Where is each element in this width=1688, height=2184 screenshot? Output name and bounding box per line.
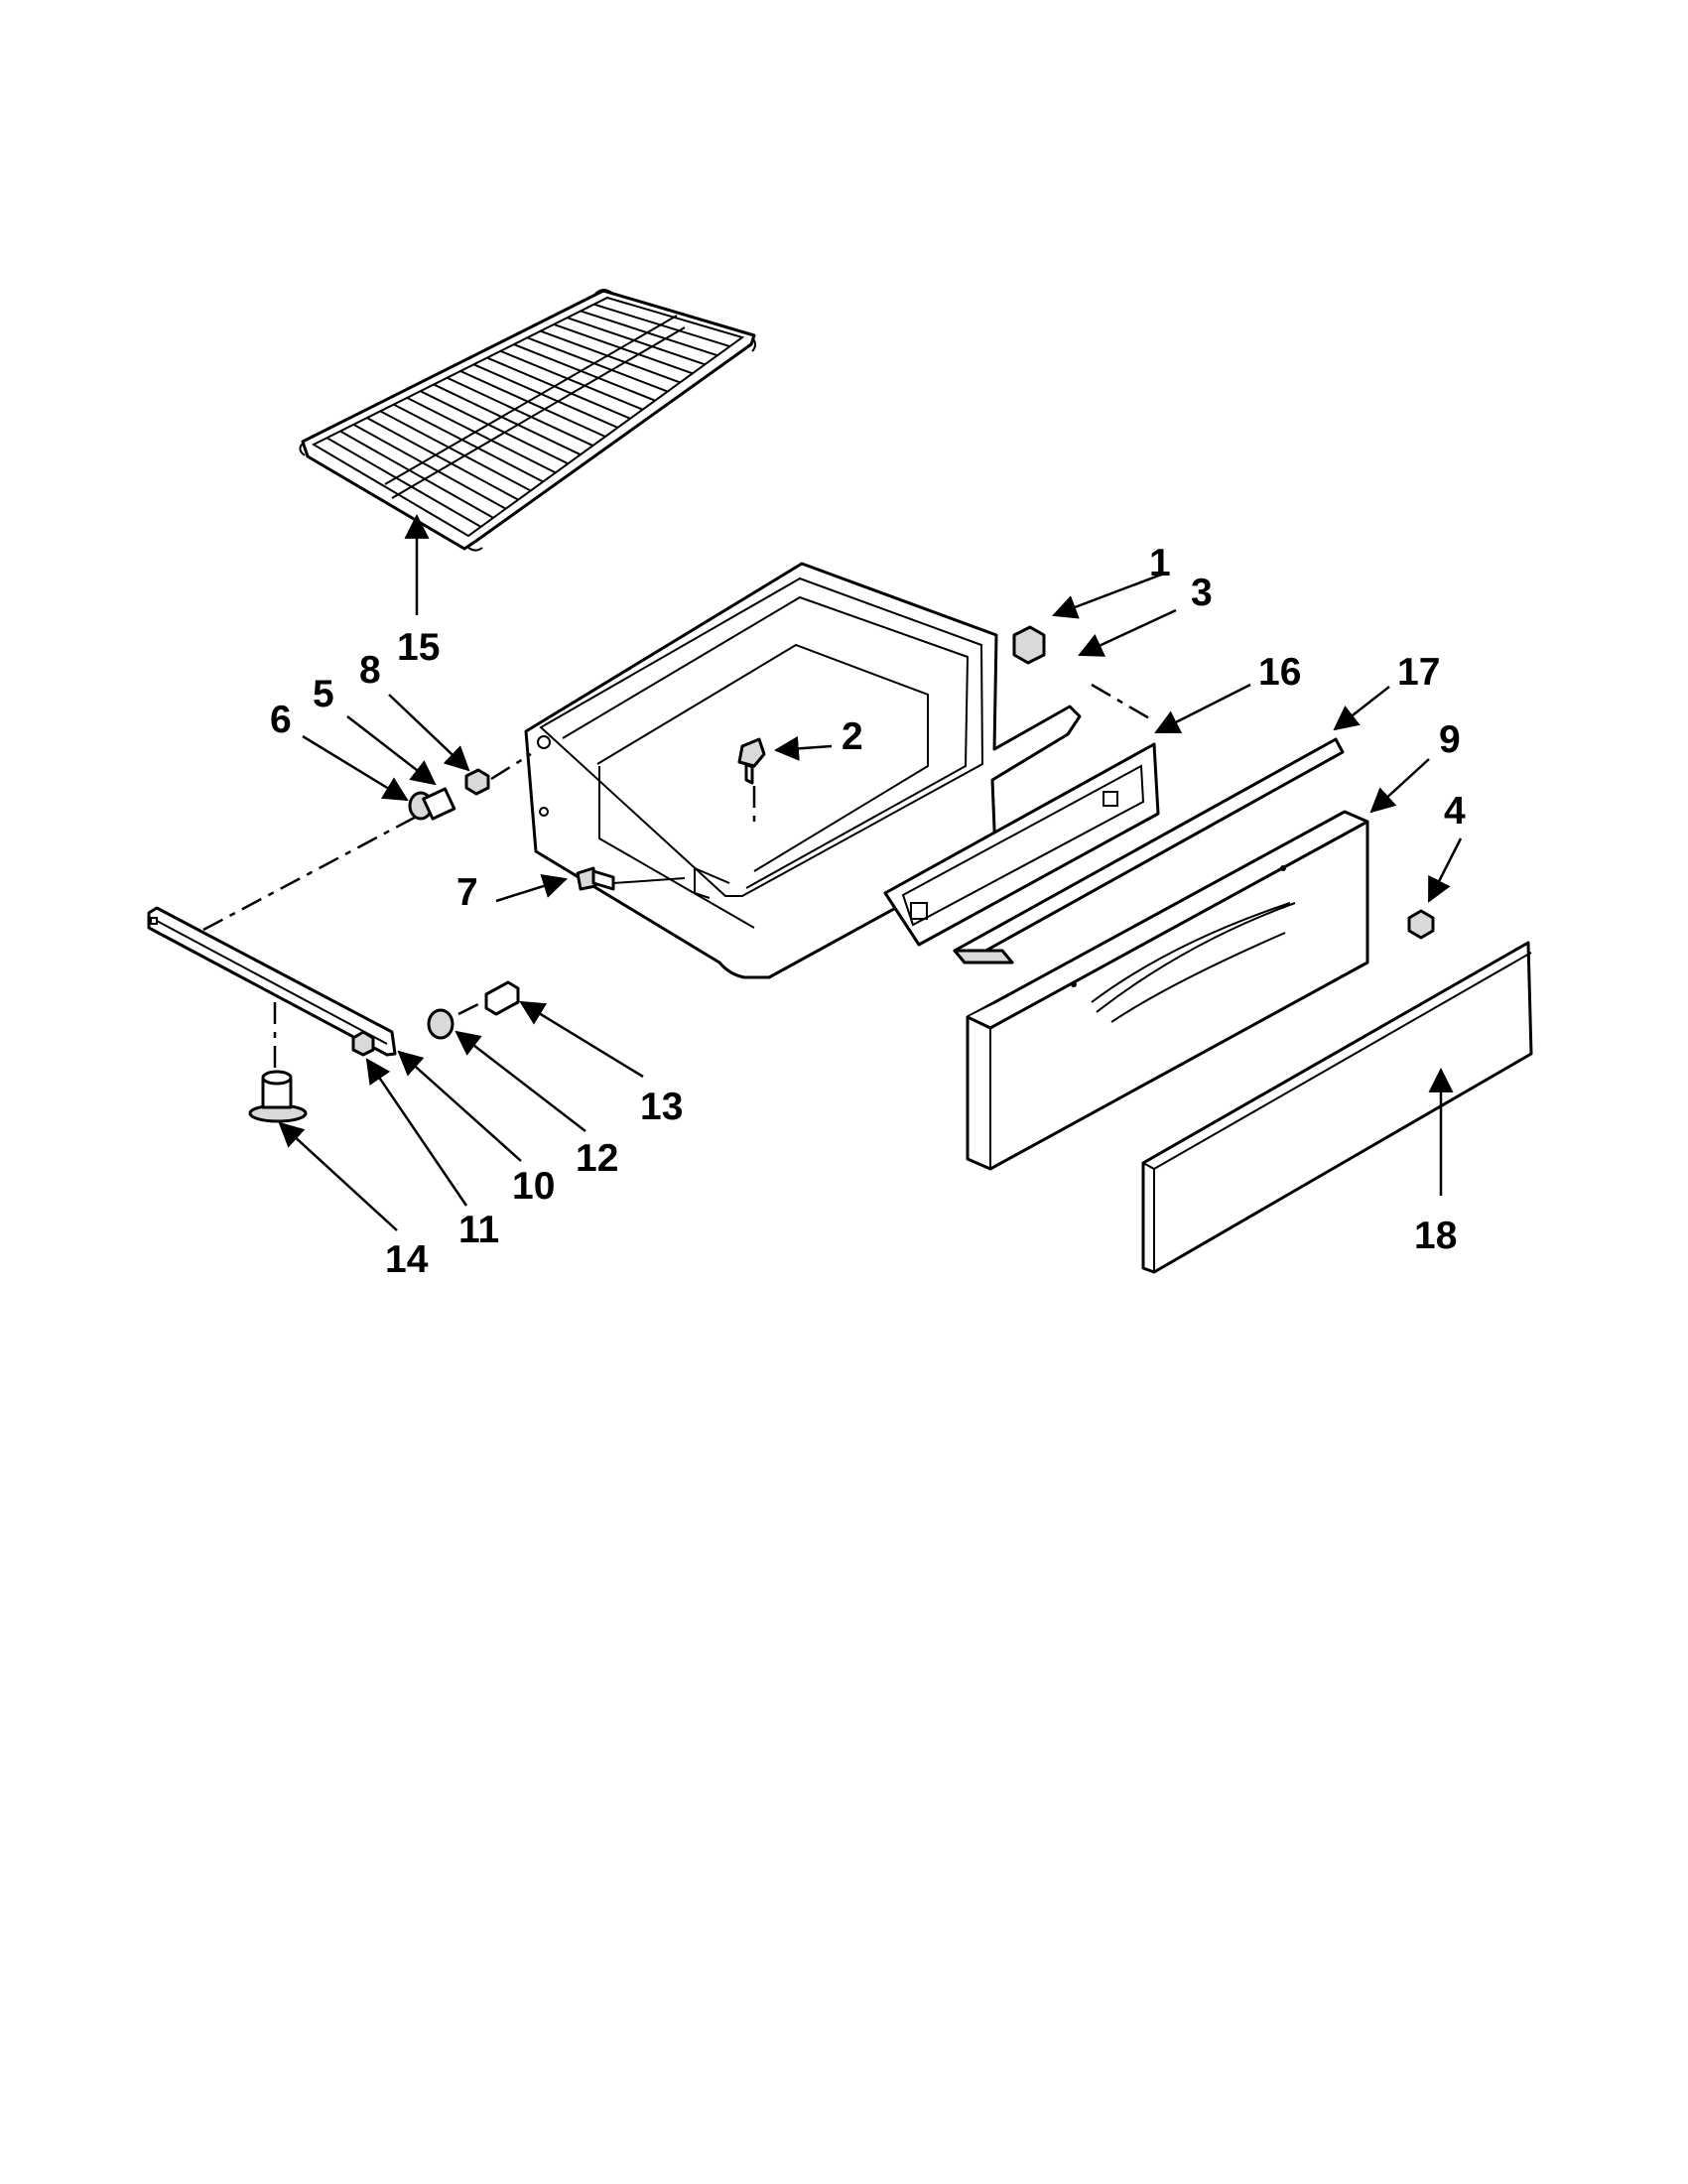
rack-wire <box>406 397 557 474</box>
rack-wire <box>499 349 644 411</box>
drawer-front-part-9 <box>966 810 1369 1171</box>
callout-10: 10 <box>512 1165 555 1208</box>
oven-rack <box>299 289 756 552</box>
callout-3: 3 <box>1191 572 1213 614</box>
rack-wire <box>486 356 631 420</box>
callout-4: 4 <box>1444 790 1466 833</box>
bracket-part-16 <box>883 742 1160 947</box>
callout-8: 8 <box>359 649 381 692</box>
rail-part-17 <box>953 737 1345 964</box>
leader-arrows <box>278 513 1463 1231</box>
roller-assembly <box>408 752 532 821</box>
callout-7: 7 <box>456 871 478 914</box>
rack-wire <box>366 417 519 501</box>
rack-wire <box>379 410 532 492</box>
rack-wire <box>459 370 606 438</box>
drawer-pan <box>524 562 1082 979</box>
callout-11: 11 <box>458 1209 499 1251</box>
fasteners <box>351 980 520 1057</box>
rack-wire <box>513 343 656 402</box>
callout-2: 2 <box>842 715 863 758</box>
rack-wire <box>352 423 507 510</box>
rack-wire <box>526 336 669 393</box>
callout-9: 9 <box>1439 718 1461 761</box>
rack-wire <box>447 376 593 447</box>
callout-15: 15 <box>397 626 440 669</box>
callout-17: 17 <box>1397 651 1440 694</box>
screw-part-7 <box>576 866 686 891</box>
rack-wire <box>593 303 730 348</box>
rack-wire <box>433 383 582 456</box>
slide-part-10 <box>147 812 423 1077</box>
drawer-panel-part-18 <box>1141 941 1533 1274</box>
rack-wire <box>473 363 618 429</box>
nut-part-4 <box>1407 909 1435 940</box>
screw-part-2 <box>737 737 766 824</box>
rack-wire <box>580 310 718 357</box>
clip-part-1 <box>1012 625 1046 665</box>
rack-wire <box>420 390 569 465</box>
rack-wire <box>540 329 681 384</box>
rack-wire <box>393 403 544 483</box>
callout-6: 6 <box>270 699 292 741</box>
leveling-leg-part-14 <box>248 1070 308 1123</box>
rack-wire <box>567 317 706 366</box>
callout-5: 5 <box>313 673 334 715</box>
rack-wire <box>553 322 694 375</box>
rack-wire <box>325 437 482 528</box>
callout-13: 13 <box>640 1086 683 1128</box>
rack-wire <box>339 430 494 519</box>
callout-labels: 1 2 3 4 5 6 7 8 9 10 11 12 13 14 15 16 1… <box>270 542 1466 1281</box>
callout-16: 16 <box>1258 651 1301 694</box>
callout-14: 14 <box>385 1238 429 1281</box>
callout-12: 12 <box>576 1137 618 1180</box>
callout-18: 18 <box>1414 1215 1457 1257</box>
callout-1: 1 <box>1149 542 1171 584</box>
